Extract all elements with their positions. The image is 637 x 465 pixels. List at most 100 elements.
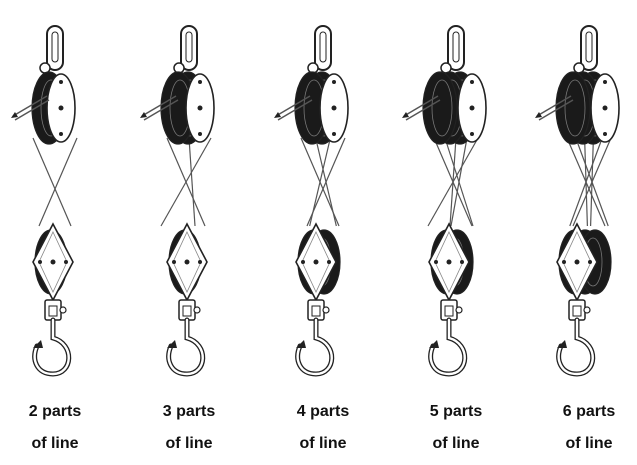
hook-highlight bbox=[557, 318, 594, 376]
arrow-head-icon bbox=[140, 112, 147, 118]
block-and-tackle-3 bbox=[274, 25, 349, 377]
shackle-inner bbox=[585, 31, 593, 63]
shackle-inner bbox=[452, 31, 460, 63]
top-shackle bbox=[46, 25, 64, 71]
plate-rivet bbox=[59, 132, 63, 136]
caption-line1: 4 parts bbox=[296, 403, 350, 420]
block-and-tackle-5 bbox=[535, 25, 620, 377]
plate-rivet bbox=[198, 132, 202, 136]
hook-highlight bbox=[429, 318, 466, 376]
sheave-groove bbox=[431, 79, 453, 137]
pull-line bbox=[277, 99, 313, 121]
top-shackle bbox=[180, 25, 198, 71]
swivel-clevis bbox=[568, 299, 586, 321]
hook-tip bbox=[557, 340, 567, 348]
top-block-axle bbox=[58, 105, 64, 111]
top-block-axle bbox=[331, 105, 337, 111]
pull-line bbox=[538, 99, 574, 121]
caption-2-parts: 2 parts of line bbox=[0, 396, 110, 460]
plate-rivet bbox=[301, 260, 305, 264]
plate-rivet bbox=[603, 132, 607, 136]
swivel-clevis bbox=[178, 299, 196, 321]
caption-line1: 5 parts bbox=[429, 403, 483, 420]
swivel-clevis bbox=[440, 299, 458, 321]
rope-group bbox=[566, 137, 612, 227]
hook-highlight bbox=[33, 318, 70, 376]
top-block-axle bbox=[602, 105, 608, 111]
plate-rivet bbox=[198, 260, 202, 264]
block-and-tackle-4 bbox=[402, 25, 487, 377]
plate-rivet bbox=[603, 80, 607, 84]
pull-line bbox=[536, 95, 572, 117]
hook-tip bbox=[429, 340, 439, 348]
clevis-pin bbox=[59, 306, 67, 314]
hook-tip bbox=[33, 340, 43, 348]
hook-tip bbox=[296, 340, 306, 348]
rope-part bbox=[306, 137, 346, 227]
caption-5-parts: 5 parts of line bbox=[401, 396, 511, 460]
caption-3-parts: 3 parts of line bbox=[134, 396, 244, 460]
caption-4-parts: 4 parts of line bbox=[268, 396, 378, 460]
hook-tip bbox=[167, 340, 177, 348]
bottom-block-axle bbox=[313, 259, 319, 265]
plate-rivet bbox=[327, 260, 331, 264]
rope-part bbox=[38, 137, 78, 227]
pull-line bbox=[275, 95, 311, 117]
caption-6-parts: 6 parts of line bbox=[534, 396, 637, 460]
plate-rivet bbox=[588, 260, 592, 264]
pull-line bbox=[12, 95, 48, 117]
pull-line bbox=[405, 99, 441, 121]
plate-rivet bbox=[198, 80, 202, 84]
rope-part bbox=[160, 137, 212, 227]
swivel-clevis bbox=[44, 299, 62, 321]
shackle-inner bbox=[319, 31, 327, 63]
clevis-window bbox=[182, 305, 192, 317]
block-and-tackle-1 bbox=[11, 25, 78, 377]
arrow-head-icon bbox=[535, 112, 542, 118]
clevis-pin bbox=[193, 306, 201, 314]
plate-bevel bbox=[434, 231, 464, 293]
bottom-block-axle bbox=[50, 259, 56, 265]
caption-line1: 2 parts bbox=[28, 403, 82, 420]
clevis-pin bbox=[455, 306, 463, 314]
rope-part bbox=[188, 137, 196, 227]
plate-rivet bbox=[562, 260, 566, 264]
rope-part bbox=[32, 137, 72, 227]
caption-line2: of line bbox=[31, 435, 79, 452]
swivel-clevis bbox=[307, 299, 325, 321]
plate-rivet bbox=[332, 80, 336, 84]
arrow-head-icon bbox=[11, 112, 18, 118]
clevis-pin bbox=[583, 306, 591, 314]
plate-rivet bbox=[434, 260, 438, 264]
hook-highlight bbox=[296, 318, 333, 376]
plate-rivet bbox=[172, 260, 176, 264]
rope-group bbox=[32, 137, 78, 227]
shackle-inner bbox=[185, 31, 193, 63]
rope-part bbox=[450, 137, 468, 227]
caption-line2: of line bbox=[165, 435, 213, 452]
top-block-axle bbox=[197, 105, 203, 111]
plate-bevel bbox=[172, 231, 202, 293]
hook-highlight bbox=[167, 318, 204, 376]
top-sheave bbox=[555, 71, 591, 145]
plate-rivet bbox=[64, 260, 68, 264]
rope-part bbox=[569, 137, 603, 227]
plate-rivet bbox=[332, 132, 336, 136]
caption-line1: 6 parts bbox=[562, 403, 616, 420]
caption-line2: of line bbox=[432, 435, 480, 452]
top-shackle bbox=[580, 25, 598, 71]
bottom-block-axle bbox=[574, 259, 580, 265]
pull-line bbox=[141, 95, 177, 117]
rope-group bbox=[300, 137, 346, 227]
rope-group bbox=[427, 137, 479, 227]
top-block-axle bbox=[469, 105, 475, 111]
bottom-block-axle bbox=[184, 259, 190, 265]
pull-line bbox=[403, 95, 439, 117]
plate-rivet bbox=[59, 80, 63, 84]
rope-part bbox=[572, 137, 612, 227]
clevis-pin bbox=[322, 306, 330, 314]
clevis-window bbox=[48, 305, 58, 317]
plate-rivet bbox=[470, 132, 474, 136]
caption-line1: 3 parts bbox=[162, 403, 216, 420]
